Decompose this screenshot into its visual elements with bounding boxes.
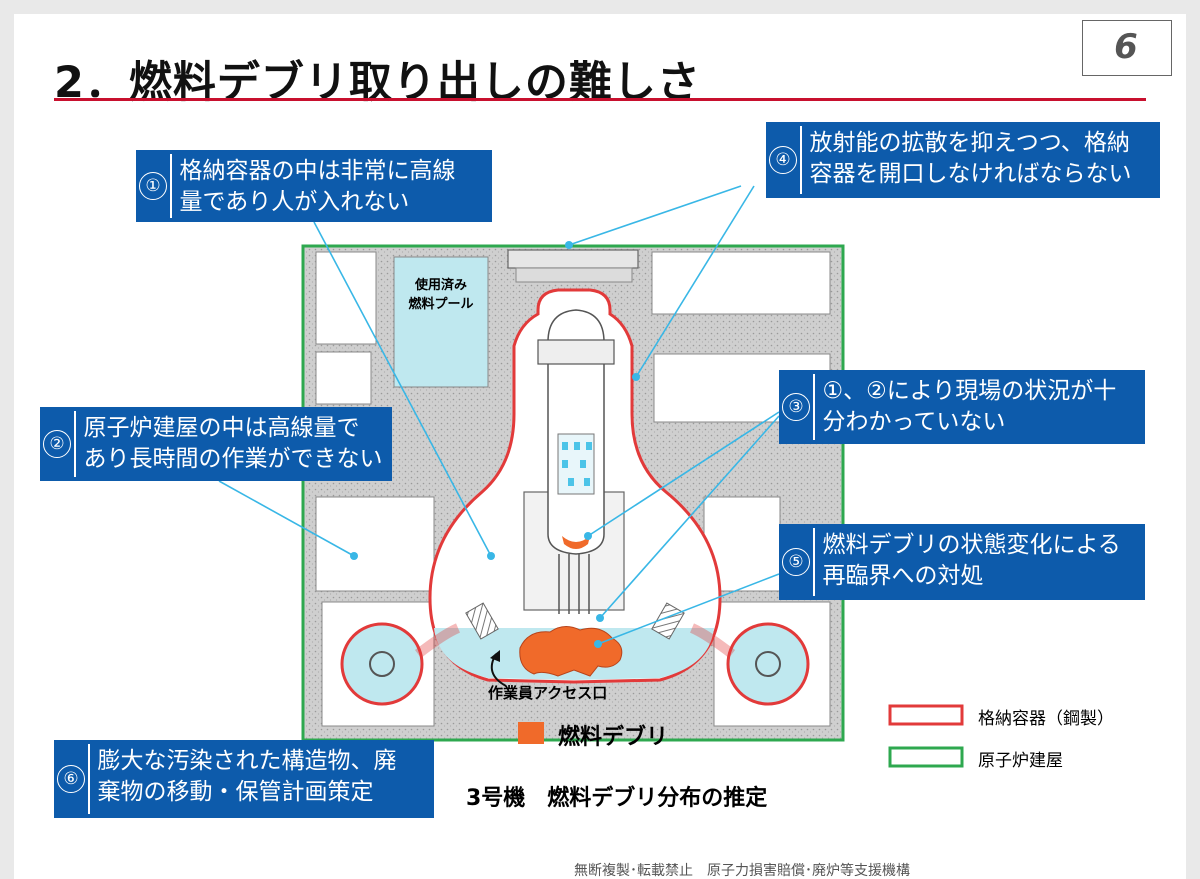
callout-3: ③ ①、②により現場の状況が十 分わかっていない bbox=[779, 370, 1145, 444]
callout-6: ⑥ 膨大な汚染された構造物、廃 棄物の移動・保管計画策定 bbox=[54, 740, 434, 818]
copyright-footer: 無断複製･転載禁止 原子力損害賠償･廃炉等支援機構 bbox=[574, 863, 910, 879]
callout-text: 格納容器の中は非常に高線 量であり人が入れない bbox=[179, 158, 456, 215]
callout-1: ① 格納容器の中は非常に高線 量であり人が入れない bbox=[136, 150, 492, 222]
suppression-chamber-right bbox=[689, 622, 810, 706]
callout-text: 原子炉建屋の中は高線量で あり長時間の作業ができない bbox=[83, 415, 383, 472]
page-number-box bbox=[1082, 20, 1172, 76]
callout-text: 燃料デブリの状態変化による 再臨界への対処 bbox=[822, 532, 1121, 589]
legend-containment-swatch bbox=[888, 704, 964, 726]
worker-access-label: 作業員アクセス口 bbox=[488, 684, 608, 702]
callout-number: ② bbox=[43, 430, 71, 458]
shield-plug bbox=[507, 249, 639, 269]
pedestal-debris bbox=[519, 626, 623, 677]
suppression-chamber-left bbox=[340, 622, 461, 706]
page-number: 6 bbox=[1114, 27, 1138, 67]
callout-text: 膨大な汚染された構造物、廃 棄物の移動・保管計画策定 bbox=[97, 748, 397, 805]
reactor-diagram bbox=[218, 185, 964, 768]
diagram-caption: 3号機 燃料デブリ分布の推定 bbox=[466, 786, 768, 811]
spent-fuel-pool bbox=[393, 256, 489, 388]
vent-right bbox=[651, 602, 685, 640]
leader-lines bbox=[218, 185, 780, 645]
debris-legend-swatch bbox=[518, 722, 544, 744]
legend-containment-label: 格納容器（鋼製） bbox=[978, 709, 1114, 729]
callout-number: ⑤ bbox=[782, 548, 810, 576]
core-region bbox=[557, 433, 595, 495]
slide: 6 2．燃料デブリ取り出しの難しさ bbox=[14, 14, 1186, 879]
shield-plug-lower bbox=[515, 267, 633, 283]
callout-text: ①、②により現場の状況が十 分わかっていない bbox=[822, 378, 1117, 435]
callout-number: ① bbox=[139, 172, 167, 200]
callout-number: ③ bbox=[782, 393, 810, 421]
callout-number: ⑥ bbox=[57, 765, 85, 793]
callout-number: ④ bbox=[769, 146, 797, 174]
control-rod-drives bbox=[558, 554, 590, 614]
callout-5: ⑤ 燃料デブリの状態変化による 再臨界への対処 bbox=[779, 524, 1145, 600]
vent-left bbox=[465, 602, 499, 640]
legend-building-swatch bbox=[888, 746, 964, 768]
callout-4: ④ 放射能の拡散を抑えつつ、格納 容器を開口しなければならない bbox=[766, 122, 1160, 198]
rpv-flange bbox=[537, 339, 615, 365]
spent-fuel-pool-label: 使用済み 燃料プール bbox=[408, 278, 474, 312]
title-underline bbox=[54, 98, 1146, 101]
callout-text: 放射能の拡散を抑えつつ、格納 容器を開口しなければならない bbox=[809, 130, 1132, 187]
legend-building-label: 原子炉建屋 bbox=[978, 751, 1063, 771]
fuel-debris-label: 燃料デブリ bbox=[558, 725, 669, 750]
worker-access-arrowhead bbox=[490, 650, 500, 662]
leader-dots bbox=[350, 241, 640, 648]
callout-2: ② 原子炉建屋の中は高線量で あり長時間の作業ができない bbox=[40, 407, 392, 481]
rpv-bottom-debris bbox=[562, 536, 590, 549]
